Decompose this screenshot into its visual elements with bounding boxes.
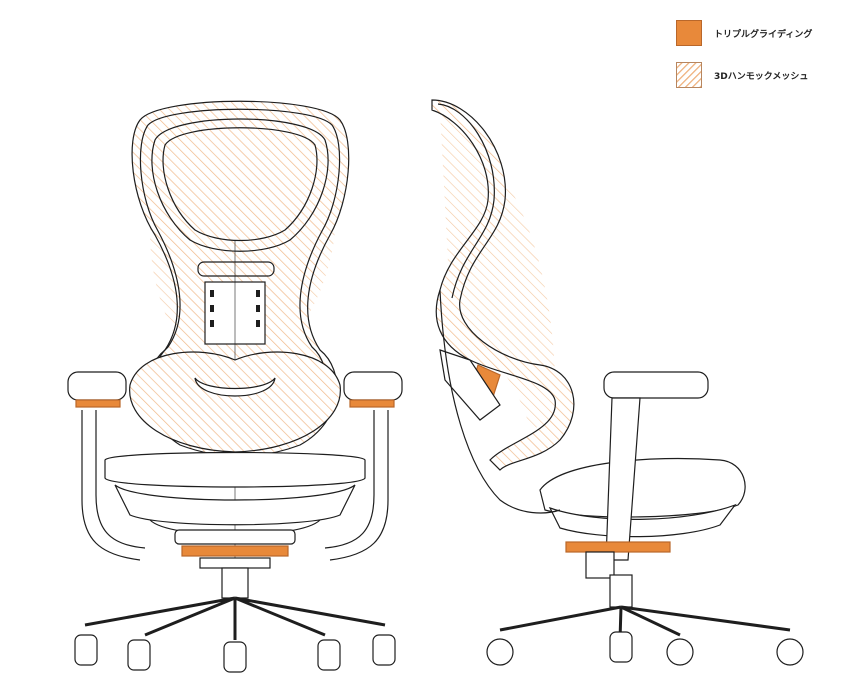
legend-label-mesh: 3Dハンモックメッシュ	[714, 71, 809, 82]
side-base	[499, 605, 791, 641]
side-gliding-band	[565, 541, 671, 553]
front-armrest-right	[343, 371, 403, 401]
side-seat	[539, 457, 746, 518]
legend-item-mesh: 3Dハンモックメッシュ	[676, 62, 836, 88]
solid-orange-swatch-icon	[676, 20, 702, 46]
legend-item-triple-gliding: トリプルグライディング	[676, 20, 836, 46]
front-headrest	[151, 118, 329, 252]
side-view-chair	[431, 99, 804, 666]
side-back-frame	[431, 99, 575, 471]
front-lower-back	[129, 351, 341, 453]
front-base	[84, 596, 386, 640]
front-casters	[74, 634, 396, 673]
front-gliding-band	[181, 545, 289, 557]
side-armrest	[603, 371, 709, 399]
side-casters	[486, 631, 804, 666]
side-mesh-region	[440, 110, 556, 430]
front-view-chair	[67, 100, 403, 673]
front-lumbar-rail	[197, 261, 275, 277]
front-seat	[104, 451, 366, 488]
legend-label-triple-gliding: トリプルグライディング	[714, 29, 813, 40]
front-armrest-left	[67, 371, 127, 401]
lumbar-slots	[210, 290, 260, 327]
hatched-orange-swatch-icon	[676, 62, 702, 88]
